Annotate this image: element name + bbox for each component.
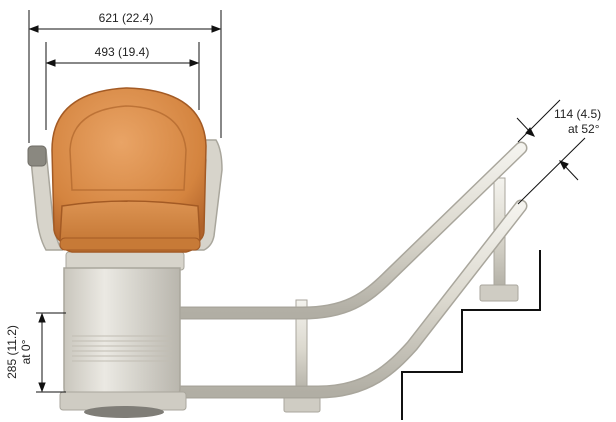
arrowhead-bottom	[38, 382, 46, 393]
rail-assembly	[165, 141, 528, 413]
dimension-seat-width	[45, 42, 200, 130]
rail-width-angle: at 52°	[568, 122, 600, 136]
carriage-housing	[63, 267, 181, 399]
footrest-roller	[84, 406, 164, 418]
arrowhead-lower	[558, 160, 569, 170]
dimension-rail-width	[516, 99, 586, 205]
extension-line-rail-upper	[517, 99, 561, 143]
rail-height-angle: at 0°	[19, 339, 33, 364]
carriage-vent-lines	[72, 335, 172, 362]
arrowhead-right	[189, 59, 200, 67]
rail-support-foot-right	[479, 284, 519, 302]
arrowhead-left	[45, 59, 56, 67]
arrowhead-top	[38, 312, 46, 323]
seat-front-edge	[59, 237, 201, 251]
backrest-panel	[69, 105, 187, 191]
stairs-outline	[401, 250, 541, 420]
rail-width-value: 114 (4.5)	[554, 107, 601, 121]
carriage	[59, 251, 187, 418]
upper-rail	[165, 141, 528, 320]
dimension-rail-height	[36, 312, 66, 393]
armrest-left-control	[27, 145, 47, 167]
arrowhead-upper	[525, 127, 536, 137]
dimension-overall-width	[28, 10, 222, 143]
arrowhead-left	[28, 25, 39, 33]
overall-width-label: 621 (22.4)	[99, 11, 154, 25]
rail-height-value: 285 (11.2)	[5, 325, 19, 379]
seat-width-label: 493 (19.4)	[95, 45, 150, 59]
lower-rail	[165, 199, 528, 399]
armrest-left	[29, 149, 64, 251]
extension-line-rail-lower	[517, 137, 586, 205]
arrowhead-right	[211, 25, 222, 33]
seat	[27, 87, 223, 253]
